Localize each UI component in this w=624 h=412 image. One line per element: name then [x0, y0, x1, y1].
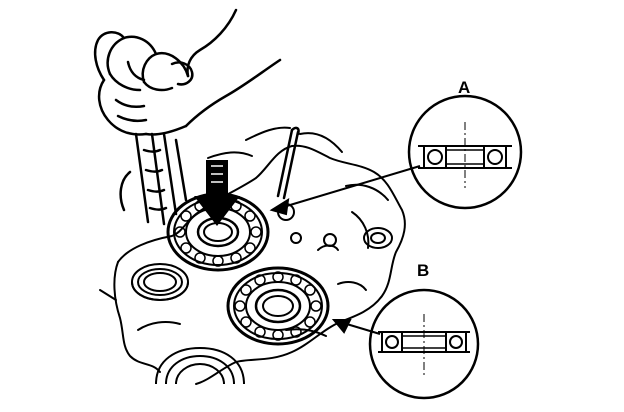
- shift-lever: [276, 126, 300, 200]
- press-direction-arrow: [194, 160, 240, 226]
- callout-b-detail: [368, 288, 480, 400]
- oil-seal-upper: [131, 263, 189, 302]
- bearing-lower: [226, 266, 330, 346]
- callout-label-a: A: [458, 78, 470, 97]
- installer-tool: [119, 132, 188, 226]
- callout-a-detail: [407, 94, 523, 210]
- leader-line-b: [331, 319, 381, 335]
- leader-line-a: [269, 165, 421, 216]
- bearing-upper-balls: [174, 200, 262, 267]
- bearing-lower-balls: [234, 271, 322, 341]
- oil-seal-lower: [155, 346, 245, 385]
- hand-with-tool: [93, 8, 282, 136]
- callout-label-b: B: [417, 261, 429, 280]
